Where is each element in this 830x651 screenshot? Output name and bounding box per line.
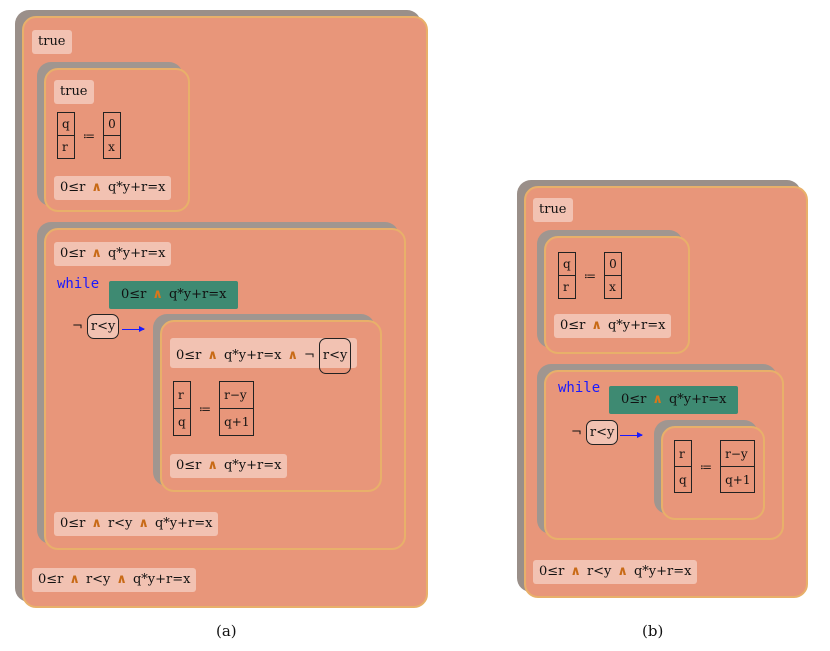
negated-guard: ¬r<y xyxy=(304,338,352,374)
assign-value: q+1 xyxy=(219,408,255,436)
b-negated-guard: ¬ r<y xyxy=(571,420,619,445)
negation-symbol: ¬ xyxy=(72,319,83,334)
assign-target: r xyxy=(558,275,576,299)
assign-value: r−y xyxy=(219,381,255,409)
and-symbol: ∧ xyxy=(91,246,102,261)
b-init-postcondition: 0≤r ∧ q*y+r=x xyxy=(554,314,672,338)
assign-target: q xyxy=(674,466,692,493)
a-body-postcondition: 0≤r ∧ q*y+r=x xyxy=(170,454,288,478)
and-symbol: ∧ xyxy=(138,516,149,531)
conj-b: r<y xyxy=(586,564,612,579)
assign-target: q xyxy=(558,252,576,276)
b-while-keyword: while xyxy=(558,380,601,396)
conj-a: 0≤r xyxy=(60,516,86,531)
a-init-precondition: true xyxy=(54,80,94,104)
conj-left: 0≤r xyxy=(560,318,586,333)
conj-c: q*y+r=x xyxy=(633,564,692,579)
and-symbol: ∧ xyxy=(152,287,163,302)
b-guard-arrow xyxy=(620,432,643,438)
conj-mid: q*y+r=x xyxy=(223,348,282,363)
conj-a: 0≤r xyxy=(38,572,64,587)
conj-left: 0≤r xyxy=(176,458,202,473)
assign-operator: ≔ xyxy=(73,112,105,159)
conj-left: 0≤r xyxy=(60,246,86,261)
assign-target: q xyxy=(173,408,191,436)
a-loop-precondition: 0≤r ∧ q*y+r=x xyxy=(54,242,172,266)
a-init-postcondition: 0≤r ∧ q*y+r=x xyxy=(54,176,172,200)
assign-operator: ≔ xyxy=(574,252,606,299)
conj-right: q*y+r=x xyxy=(668,392,727,407)
assign-target: r xyxy=(173,381,191,409)
assign-value: 0 xyxy=(604,252,622,276)
a-loop-postcondition: 0≤r ∧ r<y ∧ q*y+r=x xyxy=(54,512,219,536)
assign-operator: ≔ xyxy=(690,440,722,493)
guard-condition: r<y xyxy=(318,338,352,374)
conj-right: q*y+r=x xyxy=(607,318,666,333)
conj-b: r<y xyxy=(85,572,111,587)
conj-right: q*y+r=x xyxy=(223,458,282,473)
conj-left: 0≤r xyxy=(621,392,647,407)
a-loop-invariant: 0≤r ∧ q*y+r=x xyxy=(109,281,239,309)
b-loop-invariant: 0≤r ∧ q*y+r=x xyxy=(609,386,739,414)
caption-a: (a) xyxy=(216,622,237,640)
and-symbol: ∧ xyxy=(116,572,127,587)
b-outer-precondition: true xyxy=(533,198,573,222)
and-symbol: ∧ xyxy=(570,564,581,579)
conj-c: q*y+r=x xyxy=(132,572,191,587)
and-symbol: ∧ xyxy=(91,180,102,195)
negation-symbol: ¬ xyxy=(571,425,582,440)
assign-value: x xyxy=(103,135,121,159)
assign-target: q xyxy=(57,112,75,136)
negation-symbol: ¬ xyxy=(304,348,315,363)
conj-c: q*y+r=x xyxy=(154,516,213,531)
a-negated-guard: ¬ r<y xyxy=(72,314,120,339)
a-while-keyword: while xyxy=(57,276,100,292)
conj-right: q*y+r=x xyxy=(107,180,166,195)
assign-operator: ≔ xyxy=(189,381,221,436)
and-symbol: ∧ xyxy=(91,516,102,531)
conj-a: 0≤r xyxy=(539,564,565,579)
a-body-assignment: r ≔ r−y q q+1 xyxy=(173,381,255,436)
conj-right: q*y+r=x xyxy=(107,246,166,261)
guard-condition: r<y xyxy=(585,420,619,445)
and-symbol: ∧ xyxy=(652,392,663,407)
b-outer-postcondition: 0≤r ∧ r<y ∧ q*y+r=x xyxy=(533,560,698,584)
conj-left: 0≤r xyxy=(121,287,147,302)
and-symbol: ∧ xyxy=(207,348,218,363)
b-body-assignment: r ≔ r−y q q+1 xyxy=(674,440,756,493)
a-guard-arrow xyxy=(122,326,145,332)
a-init-assignment: q ≔ 0 r x xyxy=(57,112,121,159)
conj-right: q*y+r=x xyxy=(168,287,227,302)
a-body-precondition: 0≤r ∧ q*y+r=x ∧ ¬r<y xyxy=(170,338,358,374)
assign-value: x xyxy=(604,275,622,299)
and-symbol: ∧ xyxy=(591,318,602,333)
a-outer-precondition: true xyxy=(32,30,72,54)
assign-value: q+1 xyxy=(720,466,756,493)
assign-value: r−y xyxy=(720,440,756,467)
conj-left: 0≤r xyxy=(176,348,202,363)
conj-b: r<y xyxy=(107,516,133,531)
and-symbol: ∧ xyxy=(617,564,628,579)
caption-b: (b) xyxy=(642,622,664,640)
b-init-assignment: q ≔ 0 r x xyxy=(558,252,622,299)
and-symbol: ∧ xyxy=(69,572,80,587)
conj-left: 0≤r xyxy=(60,180,86,195)
assign-value: 0 xyxy=(103,112,121,136)
and-symbol: ∧ xyxy=(207,458,218,473)
guard-condition: r<y xyxy=(86,314,120,339)
and-symbol: ∧ xyxy=(287,348,299,363)
assign-target: r xyxy=(674,440,692,467)
assign-target: r xyxy=(57,135,75,159)
a-outer-postcondition: 0≤r ∧ r<y ∧ q*y+r=x xyxy=(32,568,197,592)
